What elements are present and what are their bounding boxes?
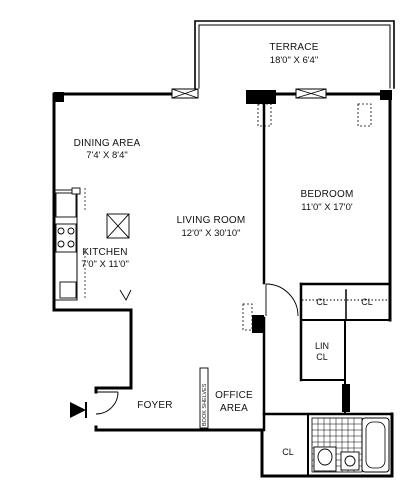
office-name-line2: AREA <box>220 403 248 414</box>
dining-name: DINING AREA <box>74 138 141 149</box>
closet-bottom-label: CL <box>282 447 294 457</box>
living-dims: 12'0" X 30'10" <box>182 228 241 239</box>
office-name-line1: OFFICE <box>215 390 253 401</box>
windows <box>171 88 327 99</box>
linen-label-line1: LIN <box>315 341 329 351</box>
dining-dims: 7'4' X 8'4" <box>86 150 128 161</box>
wall-columns <box>54 90 392 412</box>
bedroom-name: BEDROOM <box>300 189 353 200</box>
terrace-dims: 18'0" X 6'4" <box>270 55 318 66</box>
terrace-walls <box>194 20 395 89</box>
room-labels: TERRACE 18'0" X 6'4" DINING AREA 7'4' X … <box>74 42 373 457</box>
outer-walls <box>52 92 394 478</box>
living-name: LIVING ROOM <box>177 215 246 226</box>
closet-left-label: CL <box>316 297 328 307</box>
kitchen-dims: 7'0" X 11'0" <box>81 259 129 270</box>
book-shelves: BOOK SHELVES <box>199 367 209 429</box>
kitchen-fixtures <box>54 187 130 301</box>
terrace-name: TERRACE <box>269 42 318 53</box>
bedroom-dims: 11'0" X 17'0' <box>301 202 353 213</box>
closet-right-label: CL <box>361 297 373 307</box>
bathroom-fixtures <box>311 417 390 473</box>
column-marker <box>242 303 253 331</box>
doors <box>95 283 389 415</box>
linen-label-line2: CL <box>316 352 328 362</box>
radiators <box>257 103 372 127</box>
foyer-name: FOYER <box>137 400 172 411</box>
book-shelves-label: BOOK SHELVES <box>202 383 208 426</box>
entry-arrow-icon <box>70 402 87 418</box>
kitchen-name: KITCHEN <box>82 247 127 258</box>
